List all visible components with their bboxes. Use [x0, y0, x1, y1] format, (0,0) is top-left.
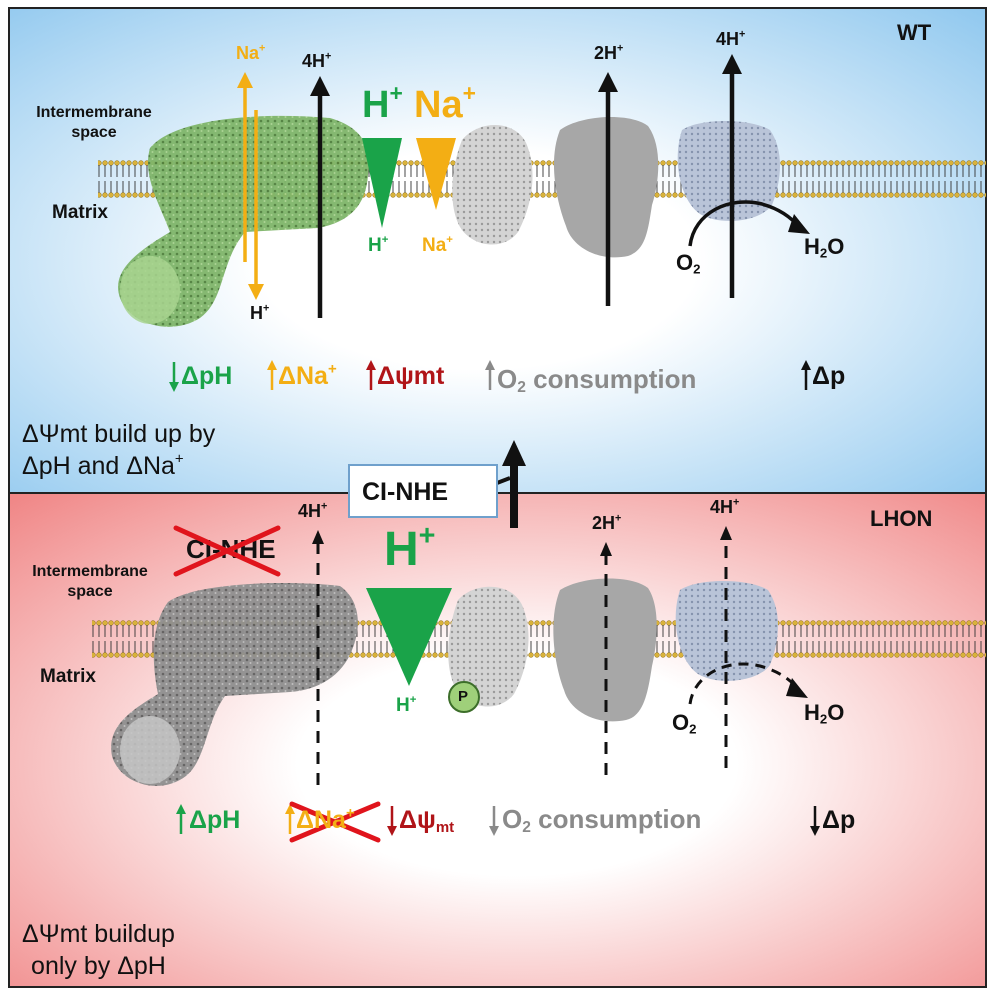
wt-civ-pump-text: 2H: [594, 43, 618, 63]
phospho-label: P: [458, 688, 469, 705]
wt-small-na-label: Na+: [422, 234, 453, 256]
wt-complex-v: [677, 121, 780, 221]
wt-intermembrane-line2: space: [71, 124, 117, 141]
wt-matrix-label: Matrix: [52, 202, 108, 223]
wt-dph: ΔpH: [181, 362, 233, 390]
wt-h2o-tail: O: [827, 234, 845, 259]
wt-o2-text: O: [676, 250, 694, 275]
lhon-dna: ΔNa+: [296, 804, 355, 834]
wt-ci-pump-text: 4H: [302, 51, 326, 71]
lhon-exchanger-protein: [448, 586, 529, 707]
lhon-intermembrane-label: Intermembrane space: [10, 562, 170, 602]
lhon-dna-text: ΔNa: [296, 806, 346, 834]
lhon-dpsi-sub: mt: [435, 818, 455, 836]
wt-orange-triangle: [416, 138, 456, 210]
wt-h-bottom-label: H+: [250, 302, 270, 323]
wt-na-top-text: Na: [236, 43, 260, 63]
lhon-note-line1: ΔΨmt buildup: [22, 920, 175, 948]
lhon-tag: LHON: [870, 506, 933, 531]
lhon-ci-pump-label: 4H+: [298, 500, 328, 521]
wt-dna-text: ΔNa: [278, 362, 328, 390]
wt-exchanger-protein: [452, 125, 533, 245]
wt-big-na-label: Na+: [414, 80, 476, 126]
wt-small-na-text: Na: [422, 235, 447, 256]
wt-dp: Δp: [812, 362, 846, 390]
lhon-big-h-label: H+: [384, 519, 436, 576]
wt-na-top-label: Na+: [236, 42, 266, 63]
wt-dpsi: Δψmt: [377, 362, 445, 390]
wt-metric-arrows: [169, 360, 811, 392]
wt-o2-label: O2: [676, 250, 701, 277]
lhon-civ-arrow: [600, 542, 612, 775]
lhon-big-h-text: H: [384, 523, 419, 576]
wt-h2o-text: H: [804, 234, 820, 259]
lhon-note-line2: only by ΔpH: [31, 952, 166, 980]
wt-note: ΔΨmt build up by ΔpH and ΔNa+: [22, 420, 216, 480]
wt-note-line1: ΔΨmt build up by: [22, 420, 216, 448]
wt-note-line2: ΔpH and ΔNa: [22, 452, 175, 480]
wt-cv-pump-label: 4H+: [716, 28, 746, 49]
wt-civ-arrow: [598, 72, 618, 306]
lhon-ci-pump-text: 4H: [298, 501, 322, 521]
wt-h2o-label: H2O: [804, 234, 845, 261]
lhon-h2o-tail: O: [827, 700, 845, 725]
lhon-ci-nhe-crossed: CI-NHE: [186, 534, 276, 564]
lhon-h2o-text: H: [804, 700, 820, 725]
wt-small-h-text: H: [368, 235, 382, 256]
lhon-o2c-prefix: O: [502, 804, 523, 834]
lhon-h2o-label: H2O: [804, 700, 845, 727]
wt-big-h-label: H+: [362, 80, 403, 126]
lhon-dpsi-text: Δψ: [399, 806, 436, 834]
lhon-ci-arrow: [312, 530, 324, 785]
lhon-cv-arrow: [720, 526, 732, 768]
wt-tag: WT: [897, 20, 932, 45]
lhon-intermembrane-line1: Intermembrane: [32, 563, 148, 580]
wt-intermembrane-line1: Intermembrane: [36, 104, 152, 121]
ci-nhe-label: CI-NHE: [362, 478, 449, 506]
lhon-civ-pump-label: 2H+: [592, 512, 622, 533]
wt-big-h-text: H: [362, 84, 390, 126]
lhon-o2-curve: [688, 662, 800, 705]
lhon-complex-i: [111, 583, 358, 786]
lhon-matrix-label: Matrix: [40, 666, 96, 687]
lhon-intermembrane-line2: space: [67, 583, 113, 600]
lhon-o2c-suffix: consumption: [538, 804, 702, 834]
wt-o2-curve-head: [788, 214, 810, 234]
wt-o2-consumption: O2 consumption: [497, 364, 697, 396]
lhon-green-triangle: [366, 588, 452, 686]
lhon-complex-iv: [553, 578, 657, 722]
lhon-cv-pump-text: 4H: [710, 497, 734, 517]
wt-civ-pump-label: 2H+: [594, 42, 624, 63]
lhon-civ-pump-text: 2H: [592, 513, 616, 533]
wt-h-bottom-text: H: [250, 303, 263, 323]
wt-big-na-text: Na: [414, 84, 463, 126]
wt-cv-pump-text: 4H: [716, 29, 740, 49]
wt-ci-arrow: [310, 76, 330, 318]
lhon-o2-label: O2: [672, 710, 697, 737]
lhon-dp: Δp: [822, 806, 856, 834]
lhon-o2-curve-head: [786, 678, 808, 698]
phospho-circle: [448, 681, 480, 713]
wt-dna: ΔNa+: [278, 360, 337, 390]
ci-nhe-box: [348, 464, 498, 518]
lhon-dpsi: Δψmt: [399, 806, 455, 836]
lhon-note: ΔΨmt buildup only by ΔpH: [22, 918, 175, 982]
wt-intermembrane-label: Intermembrane space: [14, 103, 174, 143]
lhon-dph: ΔpH: [189, 806, 241, 834]
lhon-cv-pump-label: 4H+: [710, 496, 740, 517]
wt-ci-pump-label: 4H+: [302, 50, 332, 71]
wt-o2-curve: [688, 200, 802, 247]
wt-small-h-label: H+: [368, 234, 389, 256]
wt-green-triangle: [362, 138, 402, 228]
wt-o2c-prefix: O: [497, 364, 518, 394]
lhon-o2-consumption: O2 consumption: [502, 804, 702, 836]
wt-cv-arrow: [722, 54, 742, 298]
wt-na-h-arrows: [237, 72, 264, 300]
lhon-small-h-label: H+: [396, 694, 417, 716]
lhon-o2-text: O: [672, 710, 690, 735]
wt-o2c-suffix: consumption: [533, 364, 697, 394]
lhon-small-h-text: H: [396, 695, 410, 716]
